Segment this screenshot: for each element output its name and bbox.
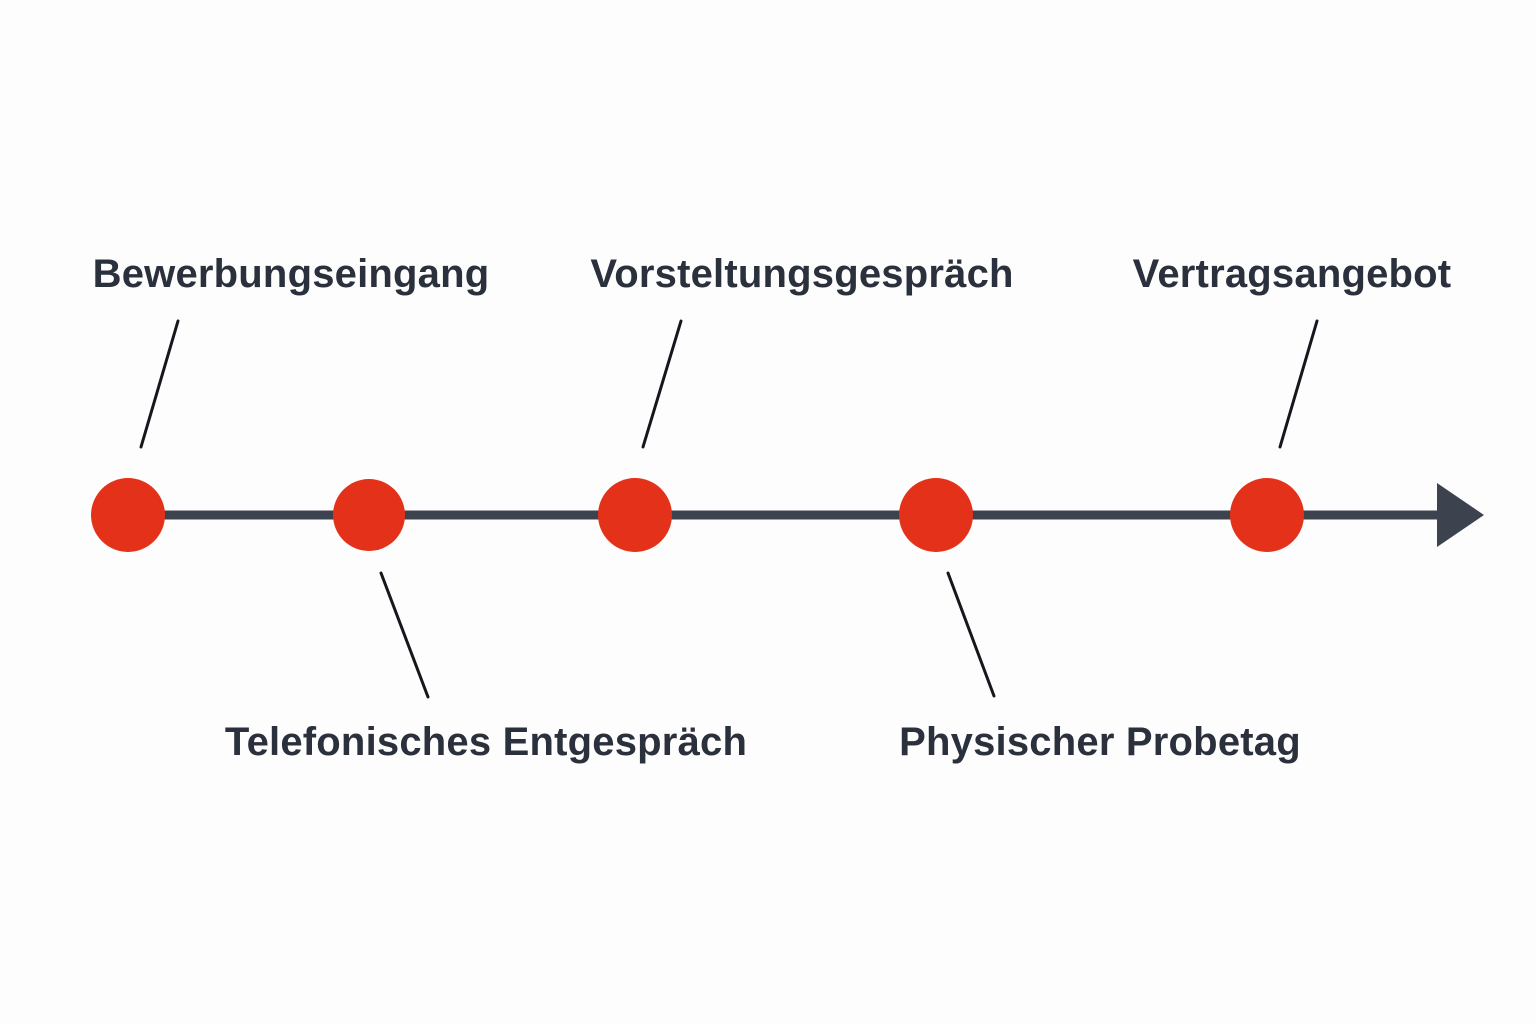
milestone-label: Vertragsangebot — [1132, 252, 1452, 296]
milestone-label: Bewerbungseingang — [92, 252, 490, 296]
milestone-label: Physischer Probetag — [899, 720, 1301, 764]
connector-line — [641, 319, 683, 449]
milestone-dot — [333, 479, 405, 551]
milestone-dot — [899, 478, 973, 552]
milestone-dot — [91, 478, 165, 552]
milestone-dot — [1230, 478, 1304, 552]
timeline-arrowhead-icon — [1437, 483, 1484, 547]
milestone-dot — [598, 478, 672, 552]
milestone-label: Vorsteltungsgespräch — [590, 252, 1014, 296]
connector-line — [946, 571, 996, 698]
milestone-label: Telefonisches Entgespräch — [224, 720, 748, 764]
connector-line — [1278, 319, 1319, 449]
connector-line — [379, 571, 430, 699]
connector-line — [139, 319, 180, 449]
